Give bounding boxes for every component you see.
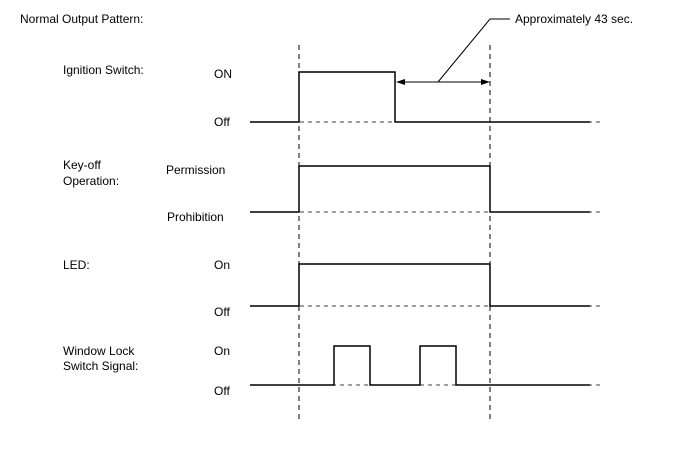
signal-label-key-off-line1: Key-off <box>63 158 101 172</box>
key-off-operation-waveform <box>250 165 590 213</box>
state-label-on: On <box>214 344 230 358</box>
state-label-off: Off <box>214 305 230 319</box>
duration-arrowhead-left <box>396 79 405 85</box>
state-label-on: On <box>214 258 230 272</box>
state-label-on: ON <box>214 67 232 81</box>
signal-label-key-off-line2: Operation: <box>63 174 119 188</box>
duration-arrowhead-right <box>481 79 490 85</box>
state-label-off: Off <box>214 115 230 129</box>
signal-label-led: LED: <box>63 258 90 272</box>
duration-annotation: Approximately 43 sec. <box>515 12 633 26</box>
diagram-title: Normal Output Pattern: <box>20 12 143 26</box>
state-label-permission: Permission <box>166 163 225 177</box>
ignition-switch-waveform <box>250 71 590 123</box>
signal-label-ignition-switch: Ignition Switch: <box>63 63 144 77</box>
state-label-prohibition: Prohibition <box>167 210 224 224</box>
state-label-off: Off <box>214 384 230 398</box>
annotation-leader-line <box>437 18 510 83</box>
led-waveform <box>250 263 590 307</box>
signal-label-window-lock-line1: Window Lock <box>63 344 135 358</box>
window-lock-switch-waveform <box>250 345 590 386</box>
signal-label-window-lock-line2: Switch Signal: <box>63 359 138 373</box>
